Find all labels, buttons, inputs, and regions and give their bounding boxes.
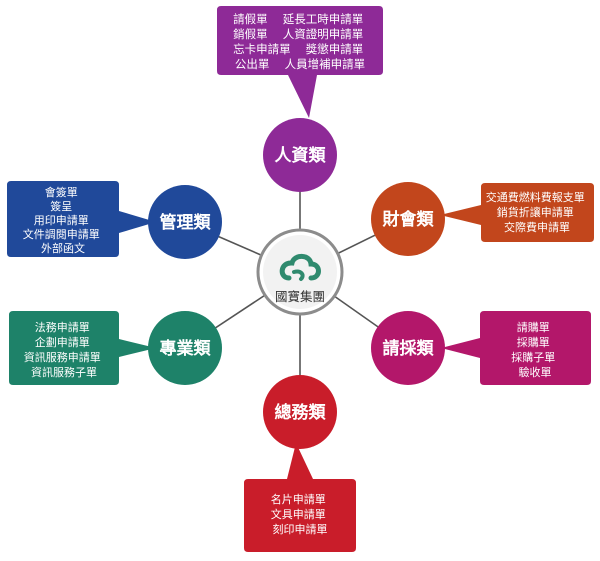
category-label-management: 管理類 [160,212,212,233]
general-item-2: 文具申請單 [271,507,326,521]
company-logo-icon [279,253,321,281]
hr-item-1: 請假單 延長工時申請單 [233,12,363,26]
purchase-item-3: 採購子單 [511,350,555,364]
purchase-item-1: 請購單 [517,320,550,334]
finance-item-1: 交通費燃料費報支單 [486,190,585,204]
callout-box-purchase [441,311,591,385]
category-hr[interactable]: 請假單 延長工時申請單 銷假單 人資證明申請單 忘卡申請單 獎懲申請單 公出單 … [217,6,383,192]
svg-text:交通費燃料費報支單 銷貨折讓申請單: 交通費燃料費報支單 銷貨折讓申請單 交際費申請單 [486,190,589,234]
callout-box-hr [217,6,383,118]
callout-box-general [244,443,356,552]
category-label-general: 總務類 [275,402,327,423]
callout-box-management [7,181,156,257]
center-hub: 國寶集團 [256,228,344,316]
svg-text:會簽單 簽呈 用印申請單: 會簽單 簽呈 用印申請單 文件調閱申請單 外部函文 [23,185,104,255]
finance-item-3: 交際費申請單 [504,220,570,234]
category-purchase[interactable]: 請購單 採購單 採購子單 驗收單 請採類 [371,311,591,385]
general-item-1: 名片申請單 [271,492,326,506]
professional-item-1: 法務申請單 [35,320,90,334]
callout-box-finance [440,183,594,242]
category-professional[interactable]: 法務申請單 企劃申請單 資訊服務申請單 資訊服務子單 專業類 [9,311,222,385]
svg-text:請購單 採購單 採購子單: 請購單 採購單 採購子單 驗收單 [511,320,559,379]
category-circle-finance [371,182,445,256]
category-finance[interactable]: 交通費燃料費報支單 銷貨折讓申請單 交際費申請單 財會類 [371,182,594,256]
purchase-item-2: 採購單 [517,335,550,349]
hr-item-4: 公出單 人員增補申請單 [235,57,365,71]
hr-item-2: 銷假單 人資證明申請單 [233,27,363,41]
category-circle-general [263,375,337,449]
category-label-professional: 專業類 [160,338,212,359]
management-item-2: 簽呈 [50,199,72,213]
professional-item-3: 資訊服務申請單 [24,350,101,364]
management-item-4: 文件調閱申請單 [23,227,100,241]
professional-item-4: 資訊服務子單 [31,365,97,379]
svg-text:名片申請單 文具申請單 刻印申請單: 名片申請單 文具申請單 刻印申請單 [271,492,330,536]
category-label-hr: 人資類 [275,146,327,166]
company-name: 國寶集團 [275,289,325,304]
svg-text:法務申請單 企劃申請單 資訊服務申請: 法務申請單 企劃申請單 資訊服務申請單 資訊服務子單 [24,320,105,379]
category-label-finance: 財會類 [382,209,435,230]
category-general[interactable]: 名片申請單 文具申請單 刻印申請單 總務類 [244,375,356,552]
category-management[interactable]: 會簽單 簽呈 用印申請單 文件調閱申請單 外部函文 管理類 [7,181,222,259]
management-item-1: 會簽單 [45,185,78,199]
category-label-purchase: 請採類 [383,338,435,359]
purchase-item-4: 驗收單 [519,365,552,379]
svg-text:請假單 延長工時申請單 銷假單 人資證明申請: 請假單 延長工時申請單 銷假單 人資證明申請單 忘卡申請單 獎懲申請單 公出單 … [233,12,367,71]
professional-item-2: 企劃申請單 [35,335,90,349]
category-circle-professional [148,311,222,385]
hr-item-3: 忘卡申請單 獎懲申請單 [233,42,363,56]
general-item-3: 刻印申請單 [273,522,328,536]
management-item-5: 外部函文 [41,241,85,255]
category-circle-management [148,185,222,259]
finance-item-2: 銷貨折讓申請單 [497,205,574,219]
category-circle-hr [263,118,337,192]
management-item-3: 用印申請單 [34,213,89,227]
category-circle-purchase [371,311,445,385]
callout-box-professional [9,311,156,385]
